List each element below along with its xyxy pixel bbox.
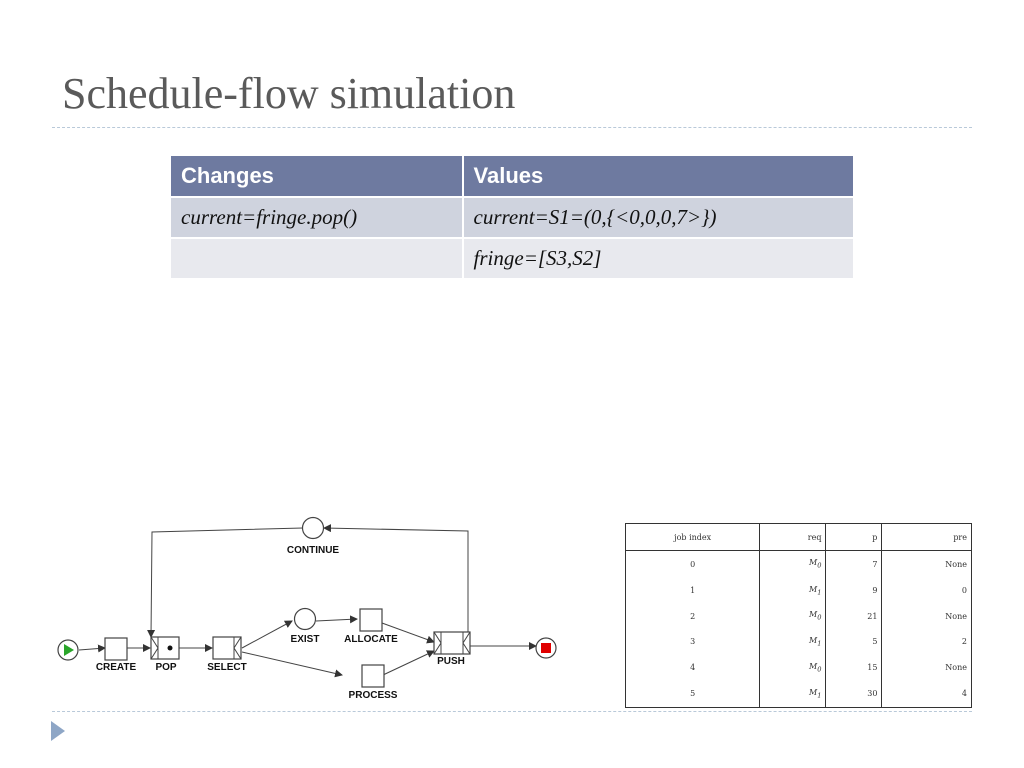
- req-subscript: 0: [817, 613, 822, 622]
- req-header: req: [759, 523, 827, 551]
- continue-label: CONTINUE: [287, 545, 340, 556]
- req-cell: M1: [759, 577, 827, 604]
- req-cell: M1: [759, 628, 827, 655]
- continue-place: [301, 516, 325, 540]
- table-row: 2 M0 21 None: [625, 603, 972, 629]
- process-label: PROCESS: [349, 690, 398, 701]
- create-label: CREATE: [96, 662, 137, 673]
- start-node: [57, 639, 79, 661]
- values-header: Values: [462, 156, 853, 197]
- pre-cell: 0: [961, 585, 967, 595]
- job-index-cell: 2: [625, 603, 761, 629]
- job-table: job index req p pre 0 M0 7 None 1 M1 9 0…: [625, 523, 972, 708]
- pre-cell: None: [945, 611, 967, 621]
- req-cell: M0: [759, 654, 827, 681]
- job-index-cell: 0: [625, 550, 761, 578]
- push-transition: [433, 631, 471, 655]
- push-label: PUSH: [437, 656, 465, 667]
- pre-cell: None: [945, 559, 967, 569]
- end-node: [535, 637, 557, 659]
- value-cell: current=S1=(0,{<0,0,0,7>}): [462, 196, 853, 238]
- change-cell: [171, 237, 464, 278]
- pop-transition: [150, 636, 180, 660]
- exist-label: EXIST: [291, 634, 320, 645]
- table-row: fringe=[S3,S2]: [171, 237, 853, 278]
- select-transition: [212, 636, 242, 660]
- changes-values-table: Changes Values current=fringe.pop() curr…: [171, 156, 853, 278]
- req-cell: M0: [759, 603, 827, 629]
- table-row: 3 M1 5 2: [625, 628, 972, 655]
- exist-place: [293, 607, 317, 631]
- req-cell: M1: [759, 680, 827, 708]
- value-cell: fringe=[S3,S2]: [462, 237, 853, 278]
- footer-divider: [52, 711, 972, 712]
- allocate-label: ALLOCATE: [344, 634, 398, 645]
- req-machine: M: [809, 636, 818, 646]
- table-row: 5 M1 30 4: [625, 680, 972, 708]
- req-machine: M: [809, 661, 818, 671]
- req-cell: M0: [759, 550, 827, 578]
- job-index-cell: 3: [625, 628, 761, 655]
- pre-header: pre: [881, 523, 972, 551]
- table-row: 4 M0 15 None: [625, 654, 972, 681]
- table-header-row: Changes Values: [171, 156, 853, 197]
- schedule-flow-diagram: CONTINUE CREATE POP SELECT EXIST ALLOCAT…: [57, 516, 557, 701]
- p-cell: 9: [825, 577, 883, 604]
- stop-icon: [541, 643, 551, 653]
- req-machine: M: [809, 584, 818, 594]
- pop-label: POP: [155, 662, 176, 673]
- table-row: 1 M1 9 0: [625, 577, 972, 604]
- job-index-cell: 5: [625, 680, 761, 708]
- pre-cell: 4: [961, 689, 967, 699]
- p-header: p: [825, 523, 883, 551]
- job-index-cell: 1: [625, 577, 761, 604]
- create-transition: [104, 637, 128, 661]
- change-cell: current=fringe.pop(): [171, 196, 464, 238]
- req-subscript: 1: [817, 639, 822, 648]
- p-cell: 7: [825, 550, 883, 578]
- job-table-header-row: job index req p pre: [625, 523, 972, 551]
- process-transition: [361, 664, 385, 688]
- req-subscript: 1: [817, 691, 822, 700]
- req-machine: M: [809, 610, 818, 620]
- req-subscript: 0: [817, 562, 822, 570]
- allocate-transition: [359, 608, 383, 632]
- play-icon: [64, 644, 74, 656]
- slide-title: Schedule-flow simulation: [62, 69, 516, 118]
- changes-header: Changes: [171, 156, 464, 197]
- pre-cell: None: [945, 663, 967, 673]
- req-machine: M: [809, 687, 818, 697]
- p-cell: 5: [825, 628, 883, 655]
- p-cell: 15: [825, 654, 883, 681]
- select-label: SELECT: [207, 662, 246, 673]
- p-cell: 21: [825, 603, 883, 629]
- p-cell: 30: [825, 680, 883, 708]
- table-row: 0 M0 7 None: [625, 550, 972, 578]
- table-row: current=fringe.pop() current=S1=(0,{<0,0…: [171, 196, 853, 238]
- req-subscript: 1: [817, 588, 822, 597]
- title-divider: [52, 127, 972, 128]
- pre-cell: 2: [961, 637, 967, 647]
- job-index-cell: 4: [625, 654, 761, 681]
- req-machine: M: [809, 558, 818, 568]
- job-index-header: job index: [625, 523, 761, 551]
- slide-arrow-icon: [51, 721, 65, 741]
- req-subscript: 0: [817, 665, 822, 674]
- flow-edges: [78, 524, 537, 678]
